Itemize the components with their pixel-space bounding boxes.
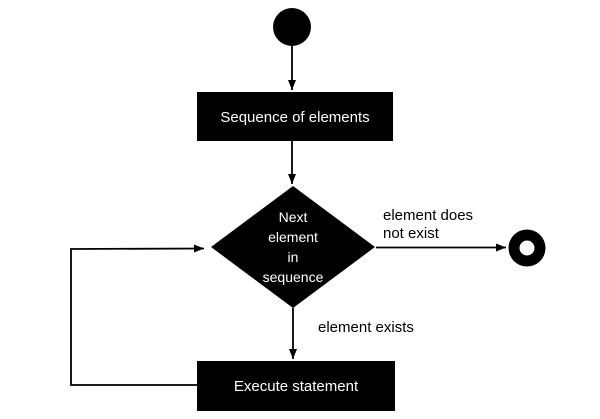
decision-node: Next element in sequence — [211, 186, 375, 308]
edge-label-not-exist-line-1: element does — [383, 207, 473, 224]
decision-node-shape — [211, 186, 375, 308]
decision-label-line-4: sequence — [263, 269, 324, 285]
sequence-node-shape — [197, 92, 393, 141]
edge-loop-execute-to-decision — [70, 244, 205, 386]
sequence-node: Sequence of elements — [197, 92, 393, 141]
edge-label-not-exist-line-2: not exist — [383, 225, 440, 242]
execute-node: Execute statement — [197, 361, 395, 411]
execute-node-shape — [197, 361, 395, 411]
initial-node — [273, 8, 311, 46]
decision-label-line-1: Next — [279, 209, 308, 225]
execute-node-label: Execute statement — [234, 378, 359, 395]
final-node-inner-hole — [519, 240, 535, 256]
decision-label-line-2: element — [268, 229, 318, 245]
sequence-node-label: Sequence of elements — [220, 109, 369, 126]
final-node — [508, 229, 546, 267]
decision-label-line-3: in — [288, 249, 299, 265]
edge-label-exists: element exists — [318, 319, 414, 336]
